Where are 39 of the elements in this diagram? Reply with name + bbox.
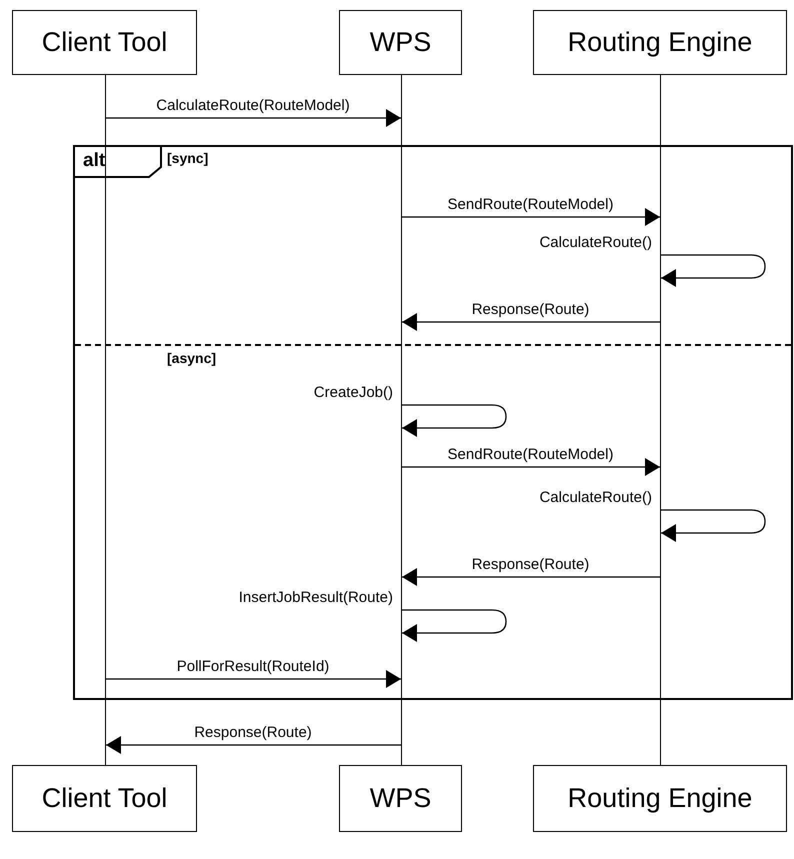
message-arrow [402,609,507,642]
message-label: InsertJobResult(Route) [238,589,394,606]
message-arrow [402,313,660,331]
participant-box [12,10,197,75]
message-arrow [106,670,401,688]
message-label: Response(Route) [470,556,590,573]
message-arrow [402,458,660,476]
message-arrow [402,568,660,586]
participant-name: Client Tool [42,783,168,814]
message-arrow [661,509,766,542]
message-label: CreateJob() [312,384,394,401]
message-arrow [106,736,401,754]
participant-name: Client Tool [42,27,168,58]
participant-name: WPS [370,783,432,814]
message-label: CalculateRoute() [538,234,653,251]
message-label: PollForResult(RouteId) [176,658,330,675]
guard-condition: [async] [167,350,216,366]
message-arrow [661,254,766,287]
message-label: SendRoute(RouteModel) [446,196,614,213]
lifeline [660,75,661,765]
lifeline [105,75,106,765]
message-label: CalculateRoute() [538,489,653,506]
message-label: Response(Route) [193,724,313,741]
participant-name: Routing Engine [568,27,752,58]
participant-name: WPS [370,27,432,58]
message-label: SendRoute(RouteModel) [446,446,614,463]
participant-name: Routing Engine [568,783,752,814]
message-label: CalculateRoute(RouteModel) [155,97,351,114]
message-arrow [106,109,401,127]
message-label: Response(Route) [470,301,590,318]
participant-box [533,10,787,75]
participant-box [533,765,787,832]
lifeline [401,75,402,765]
message-arrow [402,208,660,226]
message-arrow [402,404,507,437]
participant-box [12,765,197,832]
participant-box [339,765,462,832]
guard-condition: [sync] [167,150,208,166]
participant-box [339,10,462,75]
